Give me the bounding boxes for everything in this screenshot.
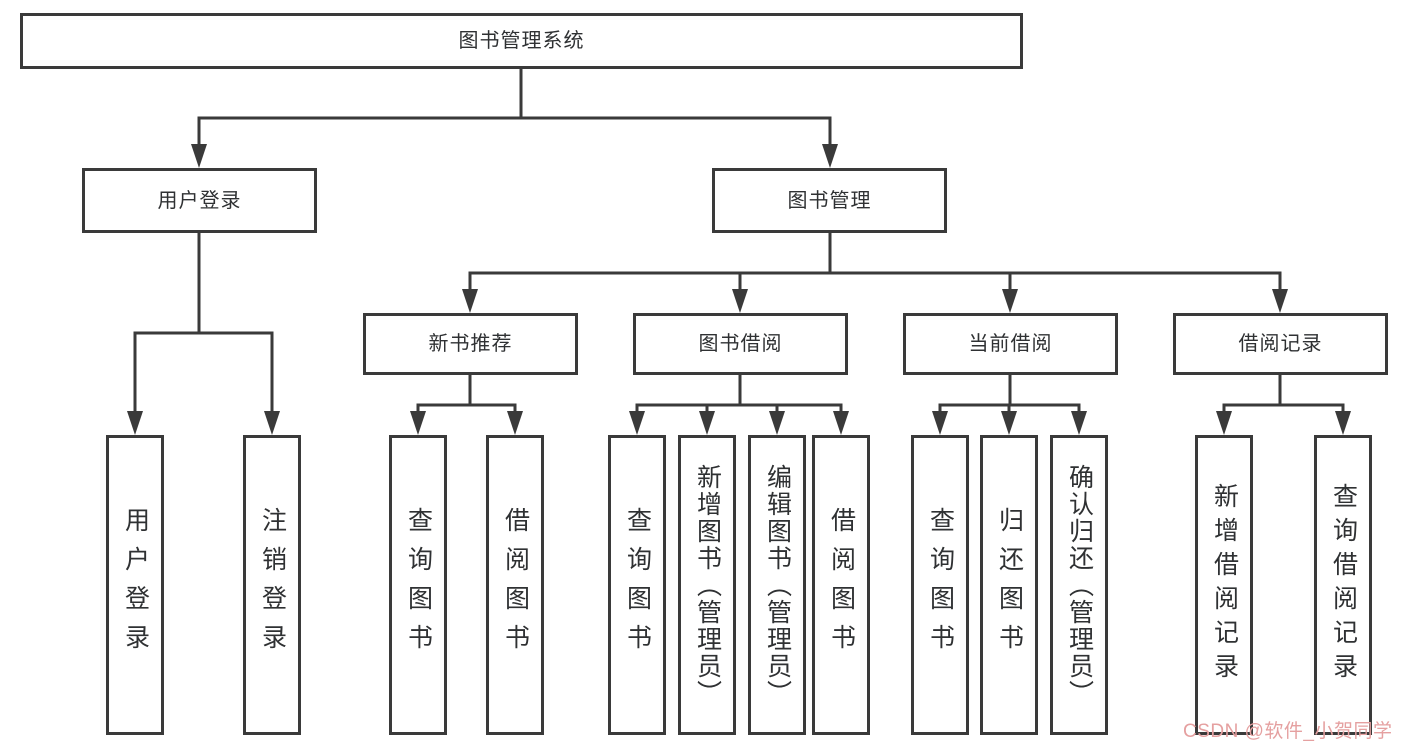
arrowhead-down-icon	[699, 411, 715, 435]
arrowhead-down-icon	[932, 411, 948, 435]
node-library-management-system: 图书管理系统	[20, 13, 1023, 69]
arrowhead-down-icon	[732, 289, 748, 313]
connector-borrow-records-children	[1216, 375, 1351, 435]
node-rec-query-book: 查询图书	[389, 435, 447, 735]
node-bb-query-book: 查询图书	[608, 435, 666, 735]
arrowhead-down-icon	[127, 411, 143, 435]
node-book-borrowing: 图书借阅	[633, 313, 848, 375]
arrowhead-down-icon	[1071, 411, 1087, 435]
connector-user-login-children	[127, 233, 280, 435]
arrowhead-down-icon	[410, 411, 426, 435]
arrowhead-down-icon	[264, 411, 280, 435]
connector-new-book-rec-children	[410, 375, 523, 435]
arrowhead-down-icon	[191, 144, 207, 168]
arrowhead-down-icon	[1272, 289, 1288, 313]
node-br-add-record: 新增借阅记录	[1195, 435, 1253, 735]
connector-root-to-level2	[191, 69, 838, 168]
arrowhead-down-icon	[1002, 289, 1018, 313]
arrowhead-down-icon	[462, 289, 478, 313]
node-book-management: 图书管理	[712, 168, 947, 233]
node-leaf-logout: 注销登录	[243, 435, 301, 735]
csdn-watermark: CSDN @软件_小贺同学	[1183, 721, 1393, 742]
node-leaf-user-login: 用户登录	[106, 435, 164, 735]
arrowhead-down-icon	[507, 411, 523, 435]
node-bb-edit-book-admin: 编辑图书（管理员）	[748, 435, 806, 735]
arrowhead-down-icon	[629, 411, 645, 435]
node-cb-return-book: 归还图书	[980, 435, 1038, 735]
arrowhead-down-icon	[769, 411, 785, 435]
arrowhead-down-icon	[1001, 411, 1017, 435]
node-new-book-recommendation: 新书推荐	[363, 313, 578, 375]
node-current-borrowing: 当前借阅	[903, 313, 1118, 375]
arrowhead-down-icon	[1216, 411, 1232, 435]
node-cb-confirm-return-admin: 确认归还（管理员）	[1050, 435, 1108, 735]
node-borrowing-records: 借阅记录	[1173, 313, 1388, 375]
node-br-query-record: 查询借阅记录	[1314, 435, 1372, 735]
node-bb-borrow-book: 借阅图书	[812, 435, 870, 735]
connector-current-borrow-children	[932, 375, 1087, 435]
arrowhead-down-icon	[833, 411, 849, 435]
node-user-login: 用户登录	[82, 168, 317, 233]
node-cb-query-book: 查询图书	[911, 435, 969, 735]
arrowhead-down-icon	[822, 144, 838, 168]
arrowhead-down-icon	[1335, 411, 1351, 435]
node-bb-add-book-admin: 新增图书（管理员）	[678, 435, 736, 735]
connector-book-borrow-children	[629, 375, 849, 435]
node-rec-borrow-book: 借阅图书	[486, 435, 544, 735]
connector-book-mgmt-children	[462, 233, 1288, 313]
